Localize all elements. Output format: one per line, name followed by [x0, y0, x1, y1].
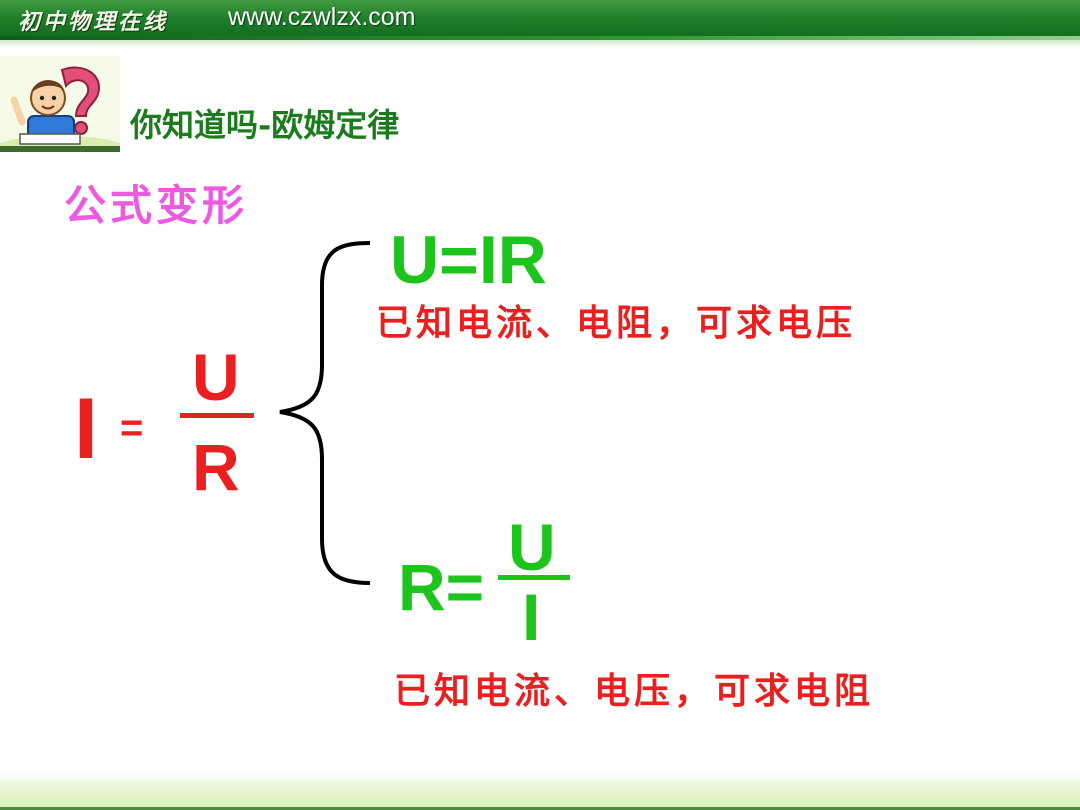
formula-main-denominator: R	[192, 430, 240, 504]
formula-main-lhs: I	[74, 381, 98, 477]
footer-bar	[0, 772, 1080, 810]
formula-top-expr: U=IR	[390, 222, 547, 298]
header-shadow	[0, 40, 1080, 48]
formula-main-numerator: U	[192, 340, 240, 414]
formula-bottom-lhs: R=	[398, 550, 485, 624]
section-title: 公式变形	[64, 181, 249, 230]
header-bar: 初中物理在线 www.czwlzx.com	[0, 0, 1080, 40]
formula-bottom-note: 已知电流、电压，可求电阻	[394, 670, 875, 712]
formula-top-note: 已知电流、电阻，可求电压	[376, 302, 857, 344]
formula-bottom-denominator: I	[522, 580, 541, 654]
formula-main-equals: =	[120, 406, 144, 450]
site-url: www.czwlzx.com	[228, 3, 416, 31]
mascot-illustration	[0, 56, 120, 152]
formula-bottom-numerator: U	[508, 510, 556, 584]
curly-brace	[279, 241, 371, 585]
slide-heading: 你知道吗-欧姆定律	[130, 106, 400, 144]
formula-bottom-fraction-bar	[498, 575, 570, 580]
site-name: 初中物理在线	[18, 9, 169, 35]
formula-main-fraction-bar	[180, 413, 254, 418]
